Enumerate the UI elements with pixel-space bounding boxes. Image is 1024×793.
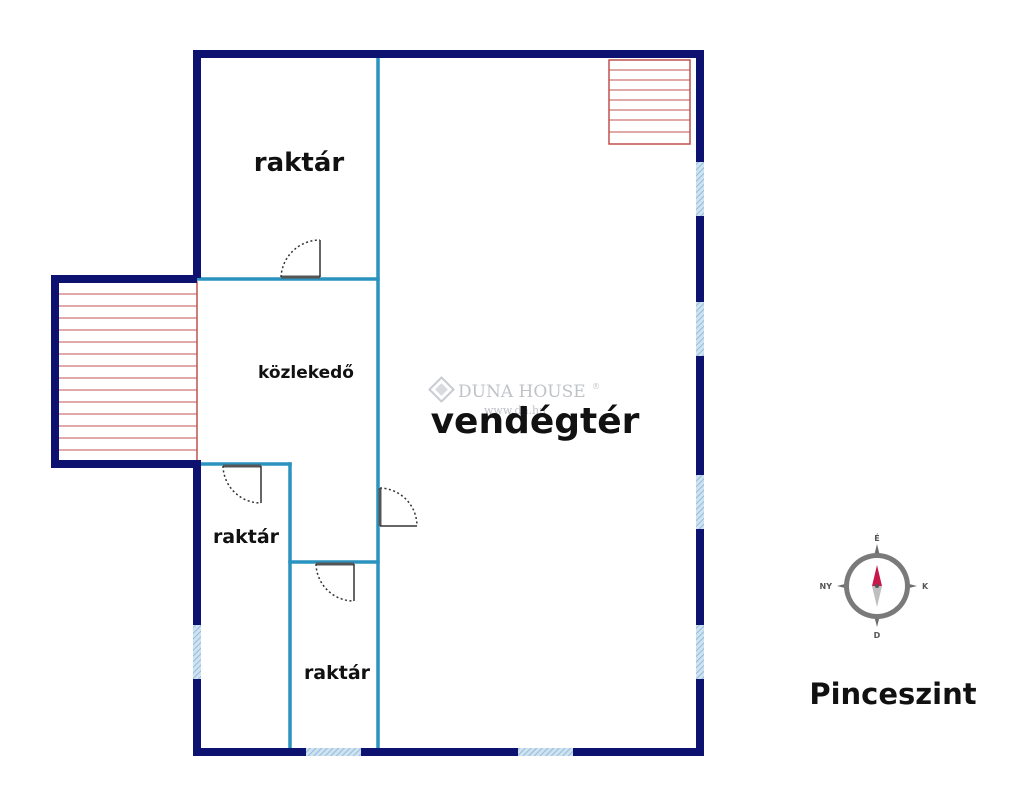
- compass-west-label: NY: [820, 582, 833, 591]
- window: [696, 475, 704, 529]
- window: [696, 625, 704, 679]
- room-label-hallway: közlekedő: [258, 363, 354, 383]
- windows: [193, 162, 704, 756]
- window: [306, 748, 361, 756]
- watermark-brand: DUNA HOUSE: [458, 382, 586, 402]
- floor-name: Pinceszint: [809, 677, 976, 711]
- staircase-left: [57, 281, 198, 462]
- room-label-storage-bottom: raktár: [304, 662, 371, 684]
- watermark-url: www.dh.hu: [484, 404, 546, 417]
- door-storage-left: [222, 464, 262, 504]
- door-storage-top: [280, 239, 321, 279]
- staircase-top-right: [608, 59, 691, 145]
- room-label-storage-left: raktár: [213, 526, 280, 548]
- compass-south-label: D: [874, 631, 881, 640]
- interior-walls: [195, 56, 380, 754]
- exterior-walls: [51, 50, 704, 756]
- watermark: DUNA HOUSE ® www.dh.hu: [428, 376, 600, 417]
- door-guest-area: [378, 487, 418, 527]
- compass-rose-icon: [837, 544, 917, 627]
- door-storage-bottom: [315, 562, 355, 602]
- window: [696, 162, 704, 216]
- compass-east-label: K: [922, 582, 929, 591]
- window: [696, 302, 704, 356]
- room-label-guest-area: vendégtér: [431, 401, 640, 442]
- window: [193, 625, 201, 679]
- watermark-registered-mark: ®: [592, 382, 600, 391]
- duna-house-logo-icon: [428, 376, 455, 403]
- window: [518, 748, 573, 756]
- room-label-storage-top: raktár: [254, 148, 345, 178]
- compass-north-label: É: [874, 532, 879, 543]
